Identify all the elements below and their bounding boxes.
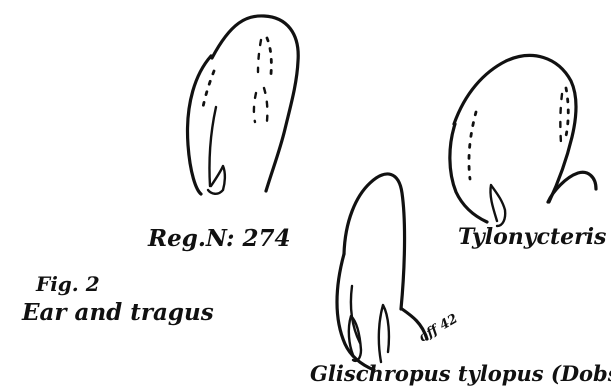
glischropus-label: Glischropus tylopus (Dobson) (310, 361, 611, 386)
tylonycteris-label: Tylonycteris (458, 224, 606, 250)
figure-label: Fig. 2 (35, 272, 100, 296)
glischropus-note: off 42 (417, 311, 461, 345)
reg-number-label: Reg.N: 274 (147, 225, 291, 252)
caption-label: Ear and tragus (21, 299, 214, 326)
